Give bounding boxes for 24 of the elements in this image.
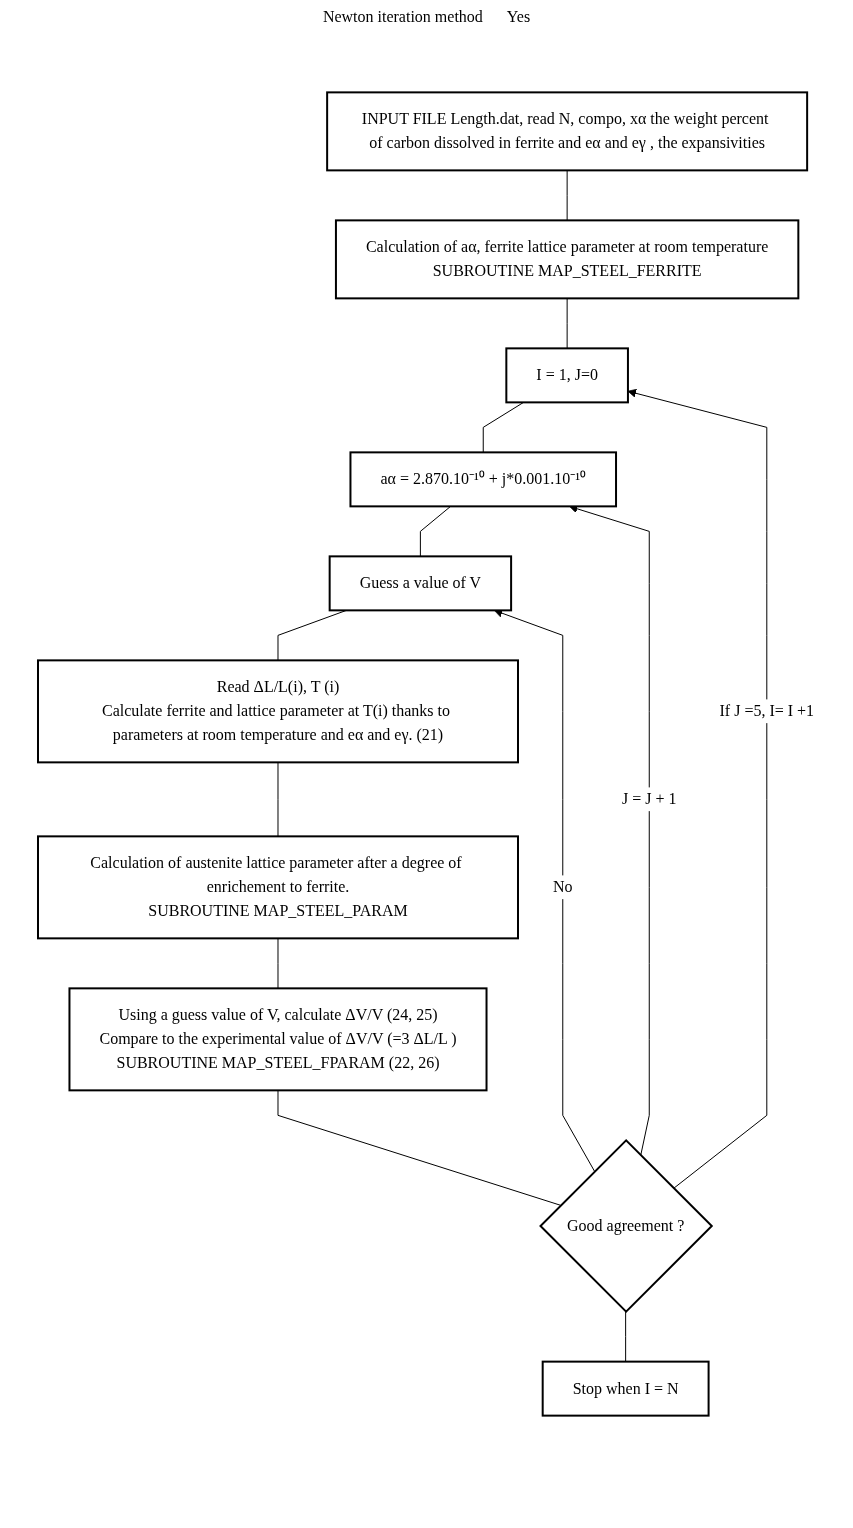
note-text: Newton iteration method bbox=[322, 8, 483, 26]
node-box: Read ΔL/L(i), T (i) Calculate ferrite and lattice parameter at T(i) thanks to parameters at room temperature and eα and eγ. (21) bbox=[37, 659, 520, 764]
note-text: Yes bbox=[506, 8, 531, 26]
node-box: Stop when I = N bbox=[542, 1360, 710, 1417]
connector bbox=[420, 505, 452, 557]
node-box: I = 1, J=0 bbox=[505, 347, 630, 404]
node-box: Calculation of aα, ferrite lattice parameter at room temperature SUBROUTINE MAP_STEEL_FERRITE bbox=[335, 219, 800, 300]
node-box: Using a guess value of V, calculate ΔV/V (24, 25) Compare to the experimental value of ΔV/V (=3 ΔL/L ) SUBROUTINE MAP_STEEL_FPARAM (22, 26) bbox=[68, 987, 488, 1092]
connector bbox=[625, 1311, 627, 1363]
edge-label: No bbox=[553, 878, 573, 896]
connector bbox=[277, 761, 279, 837]
arrow bbox=[628, 388, 768, 1189]
node-box: Calculation of austenite lattice parameter after a degree of enrichement to ferrite. SUBROUTINE MAP_STEEL_PARAM bbox=[37, 835, 520, 940]
connector bbox=[567, 297, 569, 349]
connector bbox=[277, 1089, 562, 1206]
node-box: Guess a value of V bbox=[329, 555, 513, 612]
connector bbox=[483, 401, 525, 453]
connector bbox=[567, 169, 569, 221]
edge-label: If J =5, I= I +1 bbox=[719, 702, 815, 720]
node-box: INPUT FILE Length.dat, read N, compo, xα the weight percent of carbon dissolved in ferrite and eα and eγ , the expansivities bbox=[326, 91, 809, 172]
connector bbox=[277, 937, 279, 989]
edge-label: J = J + 1 bbox=[622, 790, 677, 808]
node-diamond: Good agreement ? bbox=[539, 1138, 714, 1314]
node-box: aα = 2.870.10⁻¹⁰ + j*0.001.10⁻¹⁰ bbox=[349, 451, 618, 508]
